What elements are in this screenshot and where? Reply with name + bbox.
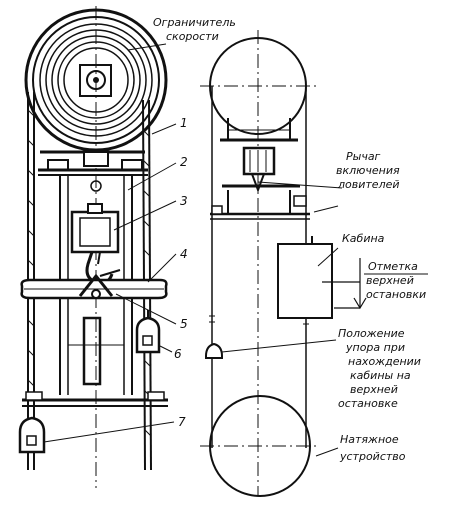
stop-position-line3: нахождении [348, 355, 421, 368]
right-view [200, 30, 367, 497]
callout-7: 7 [178, 415, 186, 429]
counterweight-6 [135, 310, 161, 354]
top-stop-mark-line3: остановки [366, 288, 426, 301]
callout-5: 5 [180, 317, 188, 331]
bottom-frame [22, 391, 168, 407]
speed-limiter-label-line1: Ограничитель [153, 16, 236, 29]
limiter-sheave [24, 6, 168, 488]
callout-4: 4 [180, 247, 188, 261]
callout-3: 3 [180, 194, 188, 208]
counterweight-7 [18, 416, 46, 454]
callouts-left: 1 2 3 4 5 6 7 [43, 116, 188, 443]
speed-limiter-label: Ограничитель скорости [127, 16, 236, 51]
top-stop-mark-line1: Отметка [368, 260, 418, 273]
callout-1: 1 [180, 116, 188, 130]
stop-position-line1: Положение [338, 327, 405, 340]
stop-marker [205, 342, 223, 359]
callout-6: 6 [174, 347, 182, 361]
tension-device-line2: устройство [339, 450, 406, 463]
stop-position-line6: остановке [338, 397, 398, 410]
cabin-block [277, 205, 339, 319]
catcher-lever-label: Рычаг включения ловителей [336, 150, 400, 191]
tension-device-label: Натяжное устройство [339, 433, 406, 463]
stop-position-label: Положение упора при нахождении кабины на… [338, 327, 421, 410]
stop-position-line2: упора при [345, 341, 405, 354]
top-stop-mark-line2: верхней [366, 274, 414, 287]
catcher-frame [210, 118, 343, 220]
top-stop-mark-label: Отметка верхней остановки [364, 260, 428, 301]
tension-device-line1: Натяжное [340, 433, 399, 446]
limiter-body [20, 175, 168, 395]
stop-position-line5: верхней [350, 383, 398, 396]
catcher-lever-line3: ловителей [337, 178, 400, 191]
stop-position-line4: кабины на [350, 369, 411, 382]
callout-2: 2 [180, 155, 188, 169]
catcher-lever-line2: включения [336, 164, 400, 177]
catcher-lever-line1: Рычаг [346, 150, 381, 163]
left-view [18, 6, 168, 488]
speed-limiter-label-line2: скорости [166, 30, 219, 43]
cabin-label: Кабина [342, 232, 385, 245]
top-frame [38, 150, 148, 176]
